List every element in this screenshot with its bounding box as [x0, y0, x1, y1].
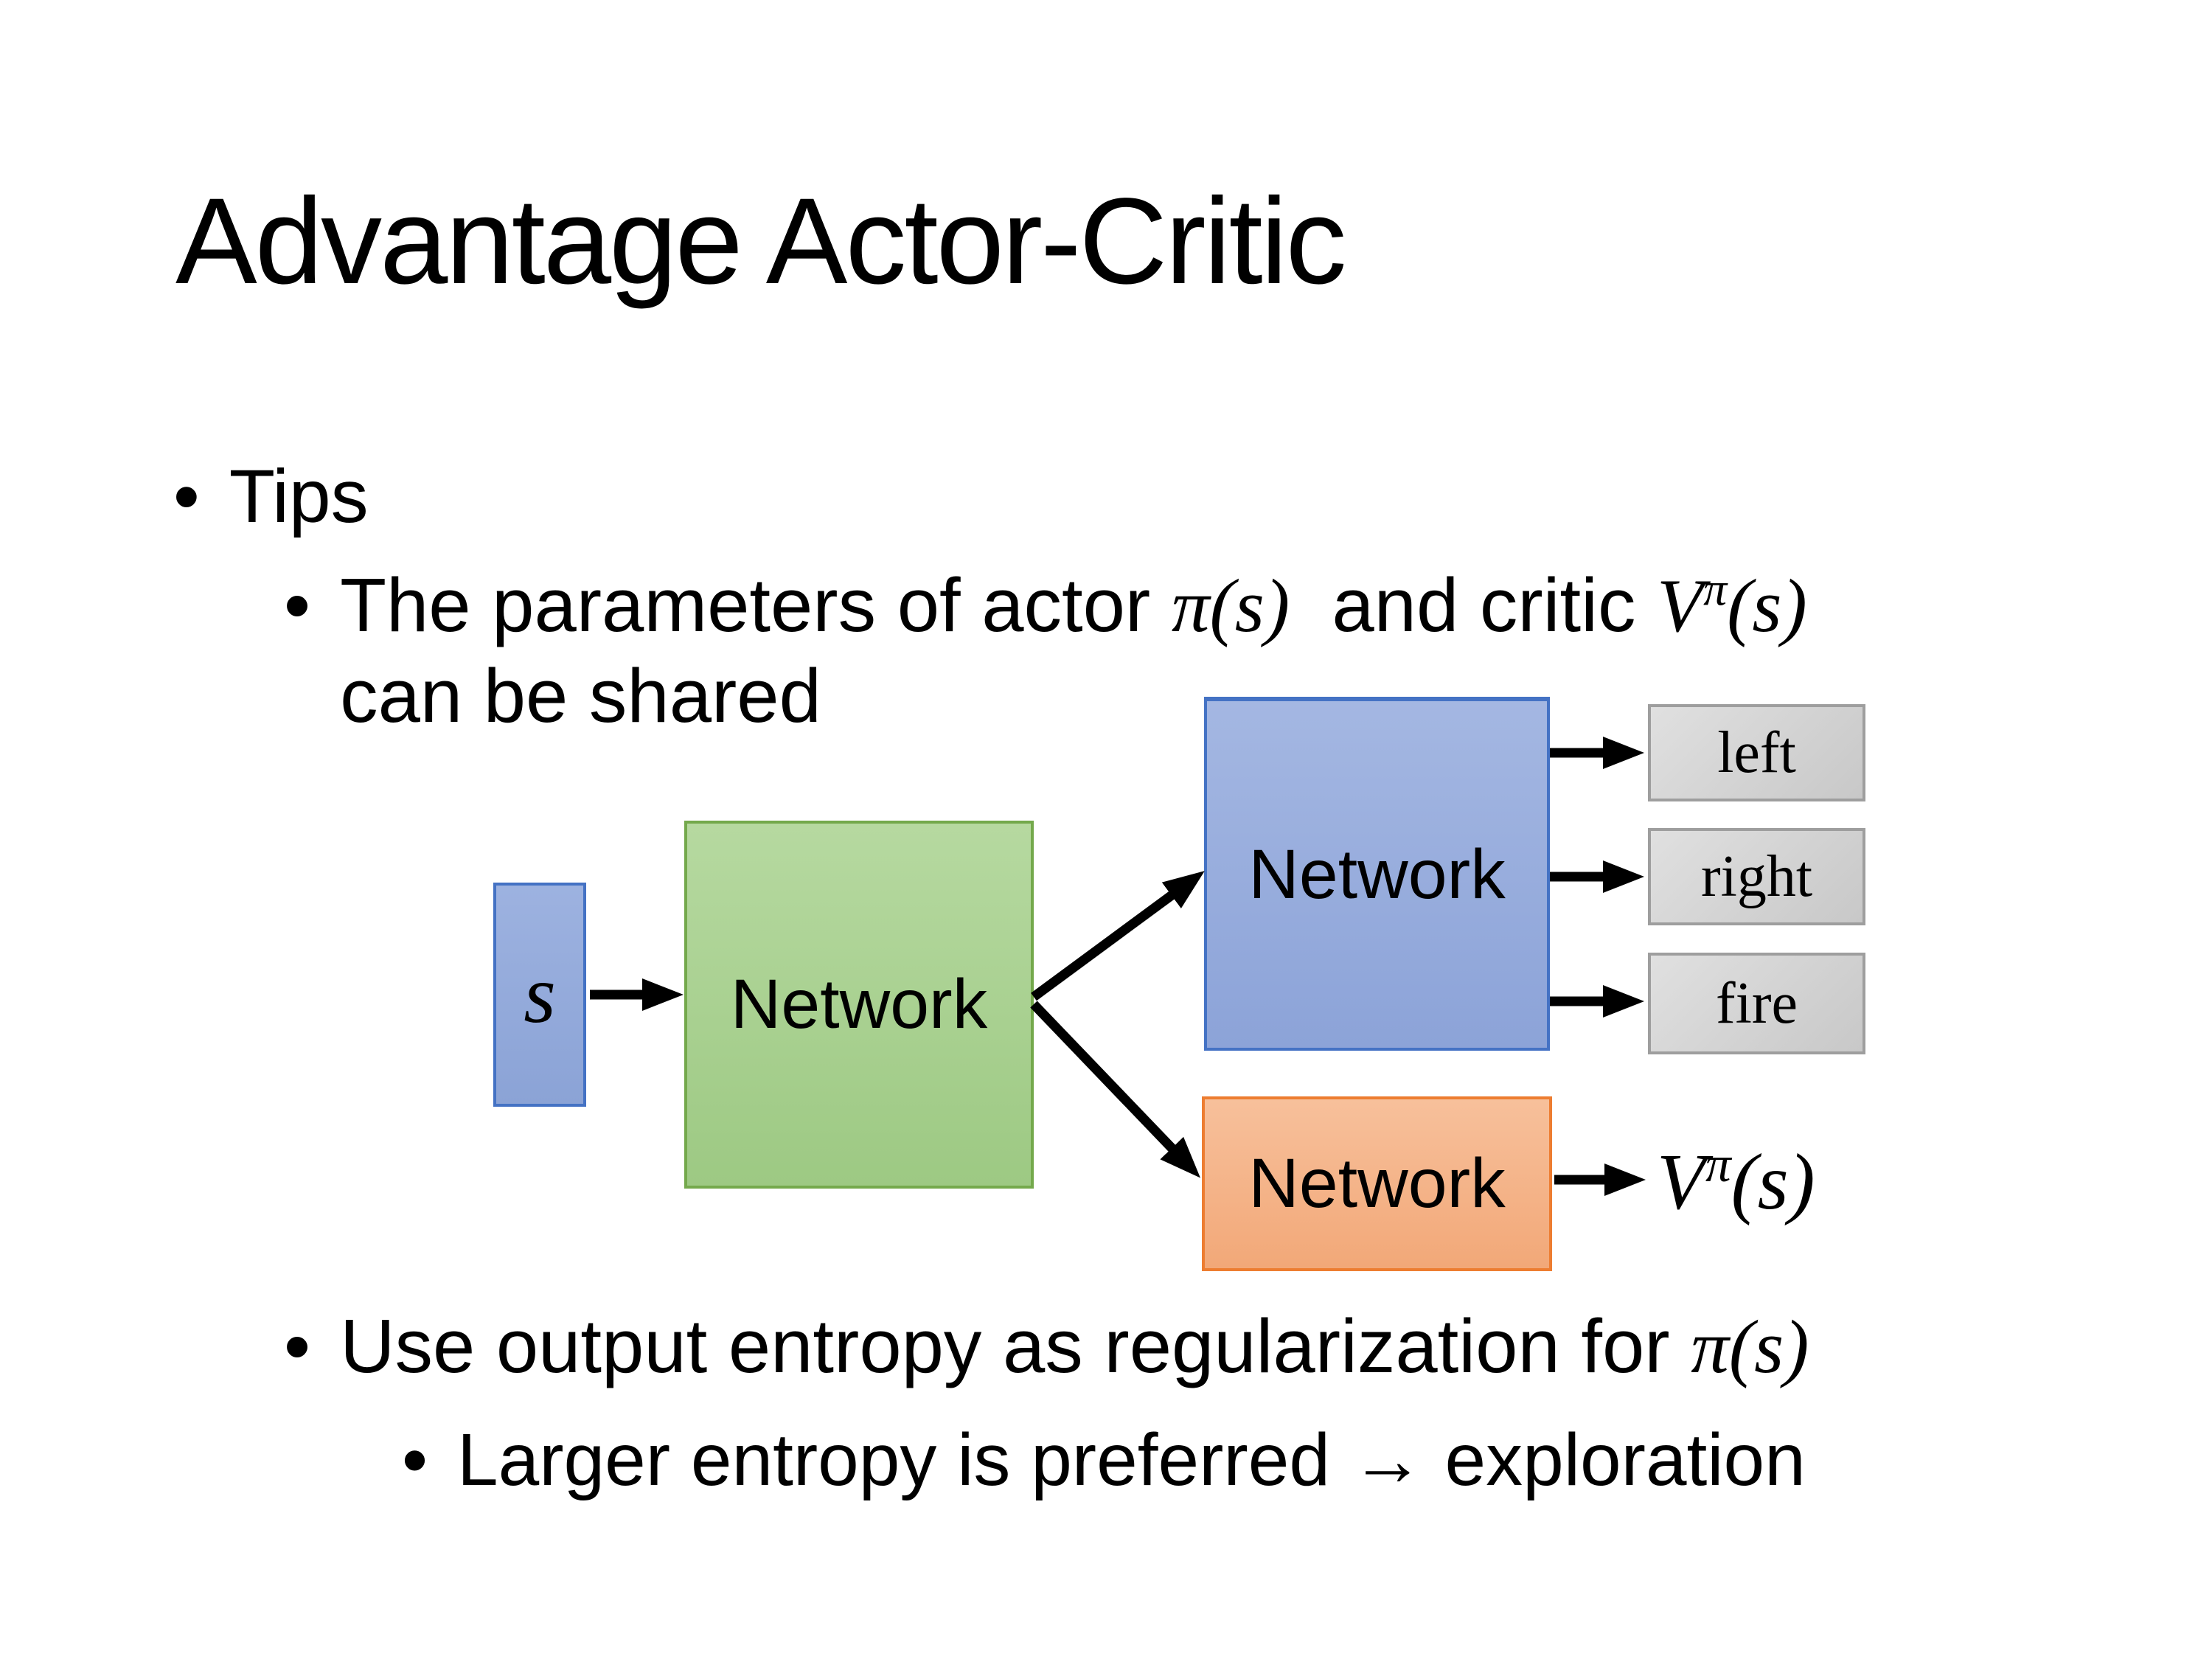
action-fire-label: fire — [1715, 971, 1798, 1036]
state-label: s — [524, 949, 556, 1040]
param-text-mid: and critic — [1290, 563, 1658, 647]
action-right-label: right — [1700, 844, 1813, 909]
critic-network-label: Network — [1248, 1144, 1506, 1222]
math-v-arg: (s) — [1731, 1138, 1815, 1226]
action-box-fire: fire — [1648, 953, 1865, 1054]
math-v-superscript-pi: π — [1705, 1135, 1731, 1192]
actor-network-box: Network — [1204, 697, 1550, 1051]
bullet-item-exploration: • Larger entropy is preferred → explorat… — [402, 1416, 1806, 1504]
param-text-pre: The parameters of actor — [340, 563, 1172, 647]
shared-network-box: Network — [684, 821, 1034, 1189]
action-box-left: left — [1648, 704, 1865, 801]
math-pi-s: π(s) — [1691, 1305, 1809, 1389]
page-title: Advantage Actor-Critic — [175, 173, 1346, 310]
entropy-text-pre: Use output entropy as regularization for — [340, 1304, 1691, 1388]
shared-network-label: Network — [730, 965, 988, 1043]
action-left-label: left — [1717, 720, 1796, 785]
arrow-shared-to-actor — [1031, 871, 1205, 1001]
critic-value-output: Vπ(s) — [1657, 1138, 1815, 1222]
bullet-dot: • — [173, 454, 200, 538]
exploration-text: Larger entropy is preferred → exploratio… — [457, 1419, 1806, 1501]
math-v: V — [1657, 1138, 1705, 1226]
bullet-item-parameters-shared: • The parameters of actor π(s) and criti… — [284, 560, 1807, 741]
math-v-arg: (s) — [1727, 564, 1807, 648]
actor-network-label: Network — [1248, 835, 1506, 914]
bullet-item-tips: • Tips — [173, 451, 369, 541]
parameters-shared-text: The parameters of actor π(s) and critic … — [340, 560, 1807, 741]
math-pi-s: π(s) — [1171, 564, 1290, 648]
math-v: V — [1657, 564, 1704, 648]
arrow-shared-to-critic — [1030, 1001, 1201, 1178]
state-input-box: s — [493, 883, 586, 1107]
bullet-item-entropy-regularization: • Use output entropy as regularization f… — [284, 1301, 1809, 1393]
action-box-right: right — [1648, 828, 1865, 925]
math-v-superscript-pi: π — [1703, 563, 1728, 616]
param-text-line2: can be shared — [340, 653, 821, 738]
bullet-dot: • — [284, 563, 311, 647]
bullet-dot: • — [402, 1419, 428, 1501]
bullet-dot: • — [284, 1304, 311, 1388]
tips-label: Tips — [229, 454, 369, 538]
critic-network-box: Network — [1202, 1096, 1552, 1271]
entropy-regularization-text: Use output entropy as regularization for… — [340, 1301, 1809, 1393]
